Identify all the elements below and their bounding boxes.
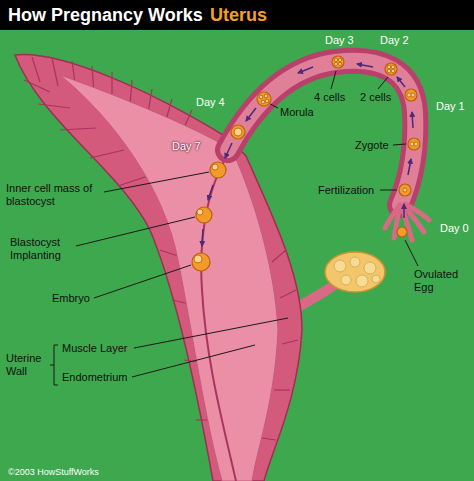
stage-label: Zygote: [355, 139, 389, 152]
stage-label: 2 cells: [360, 91, 391, 104]
copyright-note: ©2003 HowStuffWorks: [8, 466, 99, 478]
day-label: Day 2: [380, 34, 409, 47]
title-accent: Uterus: [210, 5, 267, 26]
day-label: Day 4: [196, 96, 225, 109]
part-label: Endometrium: [62, 371, 127, 384]
stage-label: Fertilization: [318, 184, 374, 197]
part-label: Blastocyst Implanting: [10, 236, 76, 262]
day-label: Day 7: [172, 140, 201, 153]
part-label: Ovulated Egg: [414, 268, 468, 294]
part-label: Inner cell mass of blastocyst: [6, 182, 110, 208]
title-text: How Pregnancy Works: [8, 5, 203, 26]
part-label: Embryo: [52, 292, 90, 305]
day-label: Day 0: [440, 222, 469, 235]
day-label: Day 3: [325, 34, 354, 47]
day-label: Day 1: [436, 100, 465, 113]
part-label: Uterine Wall: [6, 352, 50, 378]
stage-label: Morula: [280, 106, 314, 119]
part-label: Muscle Layer: [62, 342, 127, 355]
stage-label: 4 cells: [314, 91, 345, 104]
